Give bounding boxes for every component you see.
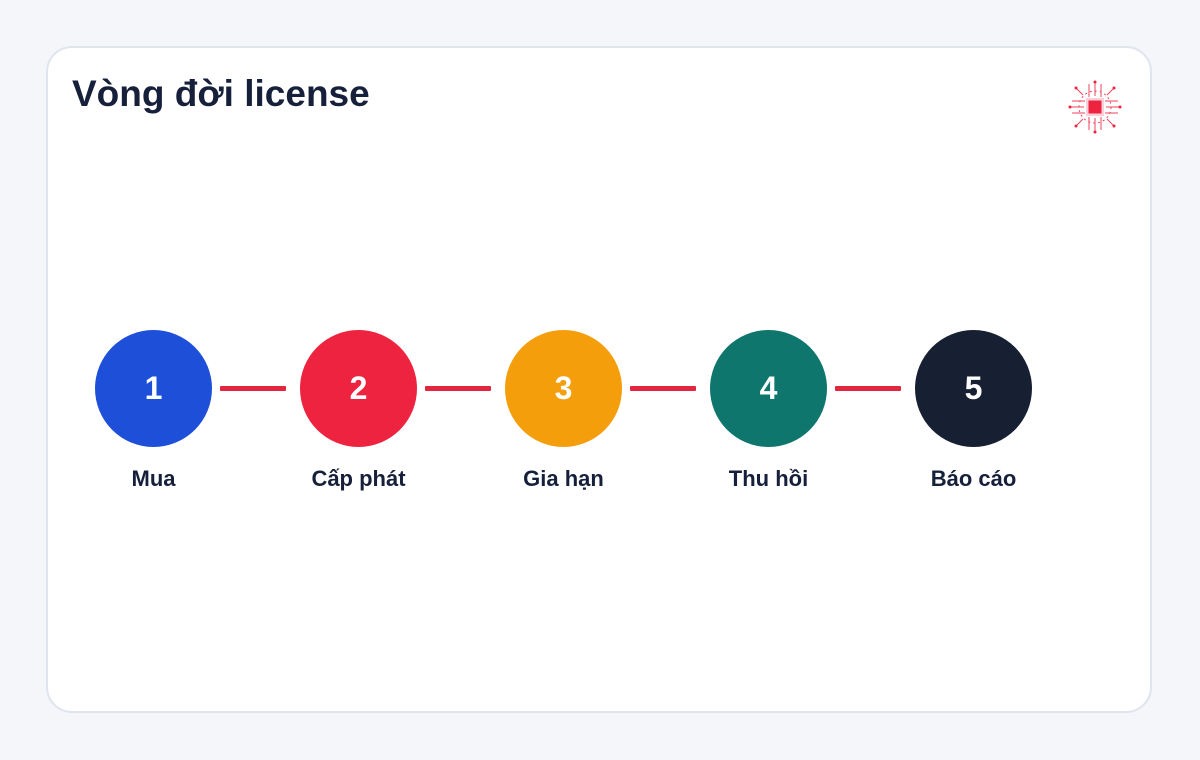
step-thu-hoi: 4 Thu hồi xyxy=(710,330,827,491)
connector-line-4-5 xyxy=(835,386,901,391)
step-bao-cao: 5 Báo cáo xyxy=(915,330,1032,491)
step-label: Báo cáo xyxy=(930,466,1017,491)
step-label: Gia hạn xyxy=(523,466,604,491)
page-title: Vòng đời license xyxy=(72,73,370,114)
step-gia-han: 3 Gia hạn xyxy=(505,330,622,491)
lifecycle-card: Vòng đời license xyxy=(46,46,1152,713)
connector-line-2-3 xyxy=(425,386,491,391)
step-number-circle: 4 xyxy=(710,330,827,447)
step-label: Mua xyxy=(131,466,176,491)
step-label: Thu hồi xyxy=(728,466,809,491)
connector-line-3-4 xyxy=(630,386,696,391)
step-number-circle: 2 xyxy=(300,330,417,447)
step-number-circle: 5 xyxy=(915,330,1032,447)
connector-line-1-2 xyxy=(220,386,286,391)
step-number-circle: 1 xyxy=(95,330,212,447)
step-number-circle: 3 xyxy=(505,330,622,447)
step-mua: 1 Mua xyxy=(95,330,212,491)
step-label: Cấp phát xyxy=(311,466,406,491)
step-cap-phat: 2 Cấp phát xyxy=(300,330,417,491)
cpu-chip-icon xyxy=(1068,80,1122,134)
